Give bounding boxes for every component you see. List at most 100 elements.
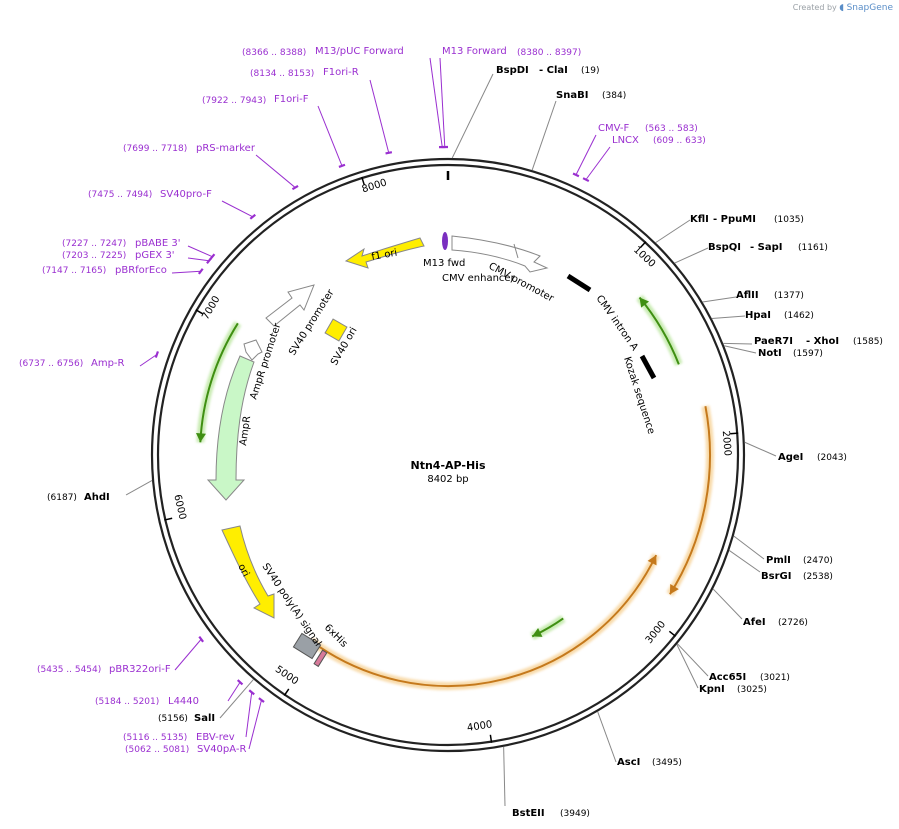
enzyme-xhoi-name: - XhoI [806,336,839,347]
snapgene-text: SnapGene [846,3,893,13]
primer-prs-range: (7699 .. 7718) [123,144,187,154]
label-kozak: Kozak sequence [621,356,656,436]
enzyme-bsrgi-range: (2538) [803,572,833,582]
ori-arrow [221,525,275,619]
primer-f1orir-name: F1ori-R [323,67,359,78]
primer-m13fwd-range: (8380 .. 8397) [517,48,581,58]
label-m13-fwd: M13 fwd [423,258,465,269]
primer-leader-7 [187,257,210,262]
enzyme-asci-name: AscI [617,757,640,768]
primer-leader-1 [439,57,446,148]
enzyme-leader-10 [728,550,761,573]
enzyme-agei-range: (2043) [817,453,847,463]
backbone-inner [156,163,740,747]
enzyme-clai-name: - ClaI [539,65,568,76]
label-ori: ori [235,562,251,579]
green-arc-upper-arrow [639,297,650,308]
his6-tag [313,649,328,668]
primer-leader-12 [245,692,253,738]
primer-leader-6 [187,245,213,258]
enzyme-aflii-range: (1377) [774,291,804,301]
enzyme-leader-5 [711,315,746,320]
enzyme-kpni-range: (3025) [737,685,767,695]
enzyme-bspdi-range: (19) [581,66,599,76]
tick-label-4000: 4000 [466,719,493,734]
primer-mark-11 [236,679,244,686]
tick-mark-7000 [195,309,204,315]
enzyme-afei-name: AfeI [743,617,766,628]
orf-arc-inner-arrow [647,555,657,566]
tick-mark-4000 [489,734,493,743]
tick-mark-5000 [283,688,290,697]
primer-leader-0 [429,57,443,148]
plasmid-length: 8402 bp [427,474,468,485]
cmv-promoter-arrow [451,235,549,273]
enzyme-leader-12 [677,643,709,677]
primer-leader-11 [227,681,241,702]
tick-label-3000: 3000 [644,619,668,646]
enzyme-labels: BspDI - ClaI (19) SnaBI (384) KflI - Ppu… [47,65,883,819]
green-arc-ampr-arrow [196,432,206,443]
enzyme-leader-13 [676,644,699,689]
primer-sv40prof-name: SV40pro-F [160,189,212,200]
primer-lncx-name: LNCX [612,135,639,146]
primer-sv40par-range: (5062 .. 5081) [125,745,189,755]
sv40-polya-box [292,632,322,660]
primer-leader-3 [317,105,343,167]
label-ampr: AmpR [238,415,253,446]
primer-labels: (8366 .. 8388) M13/pUC Forward M13 Forwa… [19,46,706,755]
primer-leader-8 [171,270,201,274]
primer-leader-5 [221,200,254,218]
primer-mark-14 [572,172,580,178]
enzyme-noti-name: NotI [758,348,782,359]
primer-ebvrev-range: (5116 .. 5135) [123,733,187,743]
ampr-promoter-arrow [243,339,263,361]
primer-mark-4 [291,185,299,191]
primer-leader-10 [174,638,202,671]
enzyme-leader-17 [125,479,153,496]
orf-arc-inner-line [310,554,658,687]
enzyme-aflii-name: AflII [736,290,759,301]
enzyme-kpni-name: KpnI [699,684,725,695]
f1-ori-arrow [344,237,425,269]
enzyme-leader-8 [744,441,777,457]
enzyme-ppumi-name: - PpuMI [713,214,756,225]
enzyme-bsteii-name: BstEII [512,808,545,819]
enzyme-asci-range: (3495) [652,758,682,768]
enzyme-noti-range: (1597) [793,349,823,359]
primer-f1orif-name: F1ori-F [274,94,309,105]
primer-m13fwd-name: M13 Forward [442,46,507,57]
primer-mark-13 [258,697,265,703]
primer-mark-15 [582,177,590,183]
tick-mark-1000 [639,241,647,249]
snapgene-logo-icon: ◖ [839,3,845,13]
primer-pgex-range: (7203 .. 7225) [62,251,126,261]
label-6xhis: 6xHis [322,622,349,649]
green-arc-ampr-line [199,322,239,443]
primer-sv40prof-range: (7475 .. 7494) [88,190,152,200]
primer-m13puc-name: M13/pUC Forward [315,46,404,57]
enzyme-pmli-name: PmlI [766,555,791,566]
enzyme-leader-3 [674,247,709,264]
tick-label-8000: 8000 [361,177,389,195]
primer-f1orif-range: (7922 .. 7943) [202,96,266,106]
enzyme-pmli-range: (2470) [803,556,833,566]
primer-pgex-name: pGEX 3' [135,250,175,261]
primer-leader-15 [585,146,611,180]
enzyme-sali-range: (5156) [158,714,188,724]
sv40-ori-box [324,318,348,342]
primer-sv40par-name: SV40pA-R [197,744,246,755]
tick-mark-2000 [730,432,739,435]
enzyme-bsteii-range: (3949) [560,809,590,819]
tick-label-6000: 6000 [171,493,187,520]
enzyme-kfli-range: (1035) [774,215,804,225]
enzyme-leader-2 [655,219,691,244]
primer-cmvf-range: (563 .. 583) [645,124,698,134]
primer-l4440-range: (5184 .. 5201) [95,697,159,707]
primer-mark-12 [248,689,255,696]
primer-leader-13 [248,699,262,750]
enzyme-leader-9 [733,535,765,560]
enzyme-leader-4 [702,296,737,303]
primer-leader-14 [575,134,597,176]
